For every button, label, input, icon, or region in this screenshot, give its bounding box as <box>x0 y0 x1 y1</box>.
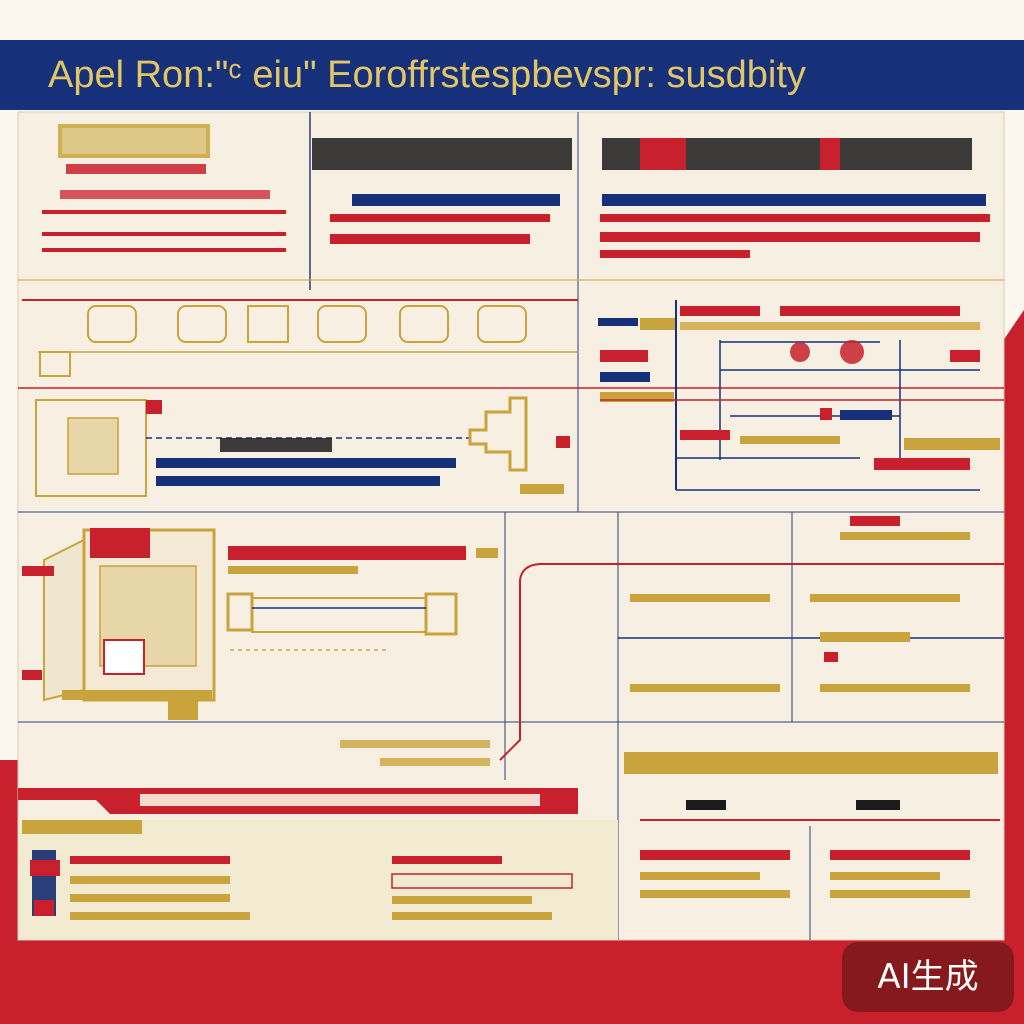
pipeline-diagram <box>226 546 1004 766</box>
network-diagram-right <box>598 300 1004 491</box>
red-heading-band <box>18 788 578 814</box>
page-title: Apel Ron:"ᶜ eiu" Eoroffrstespbevspr: sus… <box>48 54 806 96</box>
top-middle-text-block <box>312 138 572 244</box>
machine-illustration <box>22 528 216 720</box>
yellow-heading-band <box>624 752 1000 940</box>
top-left-text-block <box>42 124 286 252</box>
bottom-left-table <box>18 820 618 940</box>
process-diagram-left <box>18 299 1004 497</box>
ai-generated-badge: AI生成 <box>842 942 1014 1012</box>
title-banner <box>0 40 1024 110</box>
right-table-top <box>618 512 1004 722</box>
top-right-text-block <box>600 138 990 258</box>
